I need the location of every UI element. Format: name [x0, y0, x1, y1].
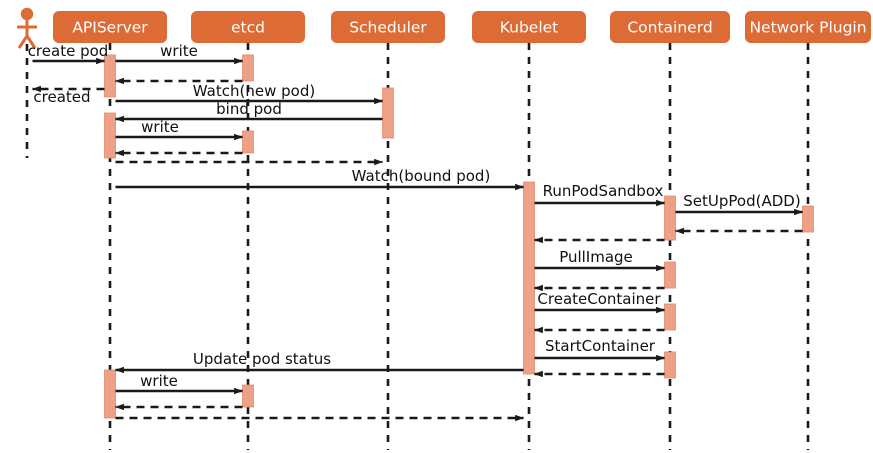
activation-bar-apiserver: [104, 54, 116, 98]
participant-box-scheduler[interactable]: [331, 11, 445, 43]
participant-label-etcd: etcd: [231, 19, 265, 37]
participant-label-apiserver: APIServer: [72, 19, 148, 37]
message-label-m21: Update pod status: [193, 350, 331, 368]
message-labels-layer: create pod write created Watch(new pod)bind…: [28, 42, 801, 390]
activation-bar-etcd: [242, 384, 254, 408]
activation-bar-scheduler: [382, 87, 394, 139]
participant-label-networkplugin: Network Plugin: [749, 19, 866, 37]
message-label-m2: write: [160, 42, 198, 60]
message-label-m12: SetUpPod(ADD): [683, 192, 800, 210]
participant-etcd[interactable]: etcd: [191, 11, 305, 43]
message-label-m6: bind pod: [216, 100, 282, 118]
activation-bar-etcd: [242, 130, 254, 154]
actor-layer: [17, 7, 37, 49]
participant-boxes-layer: APIServer etcd Scheduler Kubelet Containerd N…: [53, 11, 871, 43]
message-label-m1: create pod: [28, 42, 109, 60]
activation-bar-apiserver: [104, 112, 116, 159]
participant-box-containerd[interactable]: [610, 11, 730, 43]
messages-layer: [31, 57, 804, 422]
message-label-m10: Watch(bound pod): [352, 167, 491, 185]
participant-apiserver[interactable]: APIServer: [53, 11, 167, 43]
participant-label-kubelet: Kubelet: [500, 19, 559, 37]
participant-scheduler[interactable]: Scheduler: [331, 11, 445, 43]
participant-box-kubelet[interactable]: [472, 11, 586, 43]
message-label-m5: Watch(new pod): [193, 82, 315, 100]
activation-bars-layer: [104, 54, 814, 419]
activation-bar-containerd: [664, 351, 676, 379]
message-label-m17: CreateContainer: [537, 290, 661, 308]
message-label-m22: write: [140, 372, 178, 390]
activation-bar-etcd: [242, 54, 254, 82]
participant-label-containerd: Containerd: [627, 19, 712, 37]
message-label-m7: write: [141, 118, 179, 136]
actor-icon: [17, 7, 37, 49]
participant-box-apiserver[interactable]: [53, 11, 167, 43]
participant-box-networkplugin[interactable]: [745, 11, 871, 43]
message-label-m19: StartContainer: [545, 337, 656, 355]
participant-networkplugin[interactable]: Network Plugin: [745, 11, 871, 43]
message-label-m11: RunPodSandbox: [543, 182, 664, 200]
message-label-m4: created: [33, 88, 90, 106]
activation-bar-apiserver: [104, 369, 116, 419]
activation-bar-containerd: [664, 303, 676, 331]
activation-bar-networkplugin: [802, 205, 814, 233]
participant-containerd[interactable]: Containerd: [610, 11, 730, 43]
participant-label-scheduler: Scheduler: [349, 19, 427, 37]
activation-bar-containerd: [664, 261, 676, 289]
participant-box-etcd[interactable]: [191, 11, 305, 43]
participant-kubelet[interactable]: Kubelet: [472, 11, 586, 43]
message-label-m15: PullImage: [559, 248, 633, 266]
activation-bar-kubelet: [523, 181, 535, 375]
activation-bar-containerd: [664, 195, 676, 241]
